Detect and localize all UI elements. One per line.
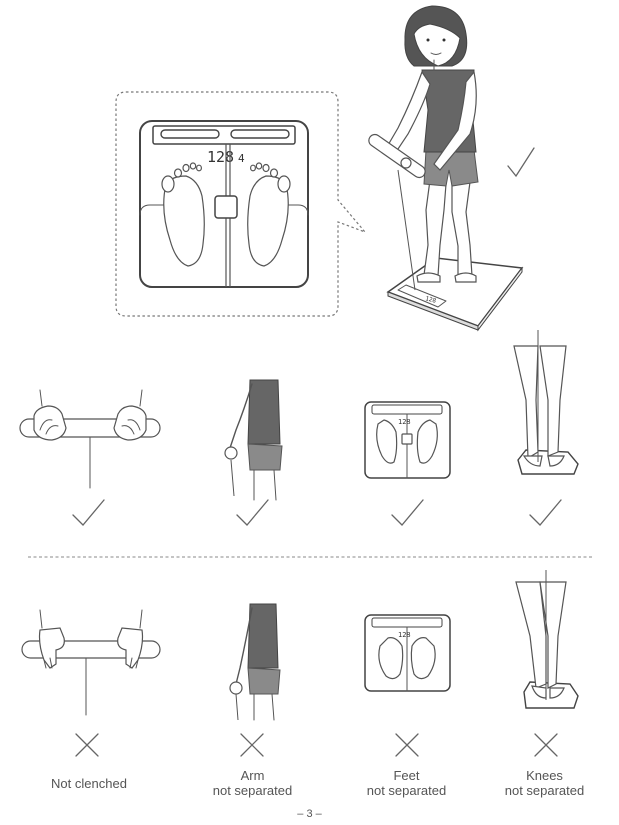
page-number: – 3 –: [297, 808, 322, 820]
caption-feet-not-separated: Feet not separated: [366, 768, 447, 798]
check-mark-icon: [529, 499, 562, 526]
scale-small-display: 128: [424, 295, 437, 305]
arm-not-separated-illustration: [229, 603, 281, 721]
handle-not-clenched-illustration: [21, 609, 161, 716]
cross-mark-icon: [395, 733, 419, 757]
arm-separated-illustration: [224, 379, 283, 501]
cross-mark-icon: [75, 733, 99, 757]
check-mark-icon: [391, 499, 424, 526]
scale-closeup-callout: 128 4: [115, 91, 367, 317]
svg-text:128: 128: [398, 631, 411, 639]
check-mark-icon: [236, 499, 269, 526]
caption-knees-not-separated: Knees not separated: [504, 768, 585, 798]
svg-text:128: 128: [398, 418, 411, 426]
caption-not-clenched: Not clenched: [51, 776, 127, 791]
scale-display-weight: 128: [207, 148, 234, 166]
check-mark-icon: [72, 499, 105, 526]
cross-mark-icon: [534, 733, 558, 757]
woman-on-scale-illustration: 128: [368, 5, 524, 332]
check-mark-icon: [507, 147, 535, 178]
scale-display-decimal: 4: [238, 152, 245, 165]
handle-clenched-illustration: [19, 389, 161, 489]
feet-separated-illustration: 128: [364, 401, 451, 479]
feet-not-separated-illustration: 128: [364, 614, 451, 692]
knees-not-separated-illustration: [515, 570, 579, 709]
knees-separated-illustration: [513, 330, 579, 475]
caption-arm-not-separated: Arm not separated: [212, 768, 293, 798]
cross-mark-icon: [240, 733, 264, 757]
